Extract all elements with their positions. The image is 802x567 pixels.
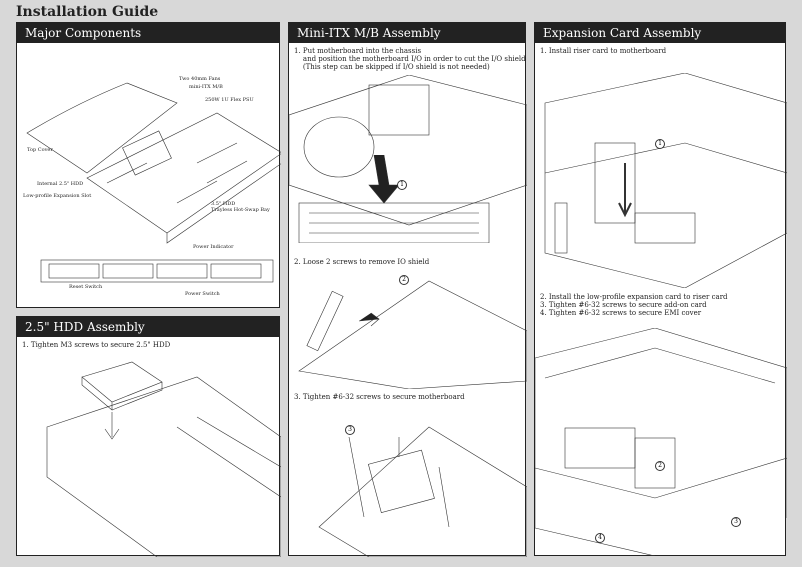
hdd-illustration [46, 361, 281, 557]
hdd-assembly-panel: 2.5" HDD Assembly 1. Tighten M3 screws t… [16, 316, 281, 557]
callout-2: 2 [655, 461, 665, 471]
callout-2: 2 [399, 275, 409, 285]
panel-header: Mini-ITX M/B Assembly [289, 23, 525, 43]
mb-screw-illustration [318, 426, 527, 557]
mb-assembly-panel: Mini-ITX M/B Assembly 1. Put motherboard… [288, 22, 527, 557]
callout-3: 3 [345, 425, 355, 435]
step-text: 2. Loose 2 screws to remove IO shield [294, 258, 430, 266]
label-expansion-slot: Low-profile Expansion Slot [23, 193, 92, 199]
step-text: 2. Install the low-profile expansion car… [540, 293, 728, 317]
expansion-card-illustration [535, 328, 787, 556]
step-text: 1. Put motherboard into the chassis and … [294, 47, 526, 71]
page-title: Installation Guide [16, 4, 159, 20]
label-bay: 3.5" HDD [211, 201, 236, 207]
callout-4: 4 [595, 533, 605, 543]
label-psu: 250W 1U Flex PSU [205, 97, 254, 103]
label-power-indicator: Power Indicator [193, 244, 234, 250]
expansion-card-panel: Expansion Card Assembly 1. Install riser… [534, 22, 787, 556]
callout-1: 1 [397, 180, 407, 190]
label-fans: Two 40mm Fans [179, 76, 221, 82]
major-components-panel: Major Components Two 40mm Fans mini-ITX … [16, 22, 281, 308]
chassis-exploded-illustration [26, 82, 281, 283]
label-reset-switch: Reset Switch [69, 284, 103, 290]
callout-1: 1 [655, 139, 665, 149]
mb-io-shield-illustration [289, 75, 527, 243]
callout-3: 3 [731, 517, 741, 527]
io-shield-removal-illustration [298, 280, 527, 389]
step-text: 1. Tighten M3 screws to secure 2.5" HDD [22, 341, 171, 349]
panel-header: Expansion Card Assembly [535, 23, 785, 43]
riser-card-illustration [544, 73, 787, 288]
label-internal-hdd: Internal 2.5" HDD [37, 181, 84, 187]
label-top-cover: Top Cover [27, 147, 53, 153]
label-mb: mini-ITX M/B [189, 84, 223, 90]
panel-header: 2.5" HDD Assembly [17, 317, 279, 337]
label-power-switch: Power Switch [185, 291, 220, 297]
label-bay-2: Trayless Hot-Swap Bay [211, 207, 270, 213]
step-text: 3. Tighten #6-32 screws to secure mother… [294, 393, 465, 401]
step-text: 1. Install riser card to motherboard [540, 47, 667, 55]
panel-header: Major Components [17, 23, 279, 43]
